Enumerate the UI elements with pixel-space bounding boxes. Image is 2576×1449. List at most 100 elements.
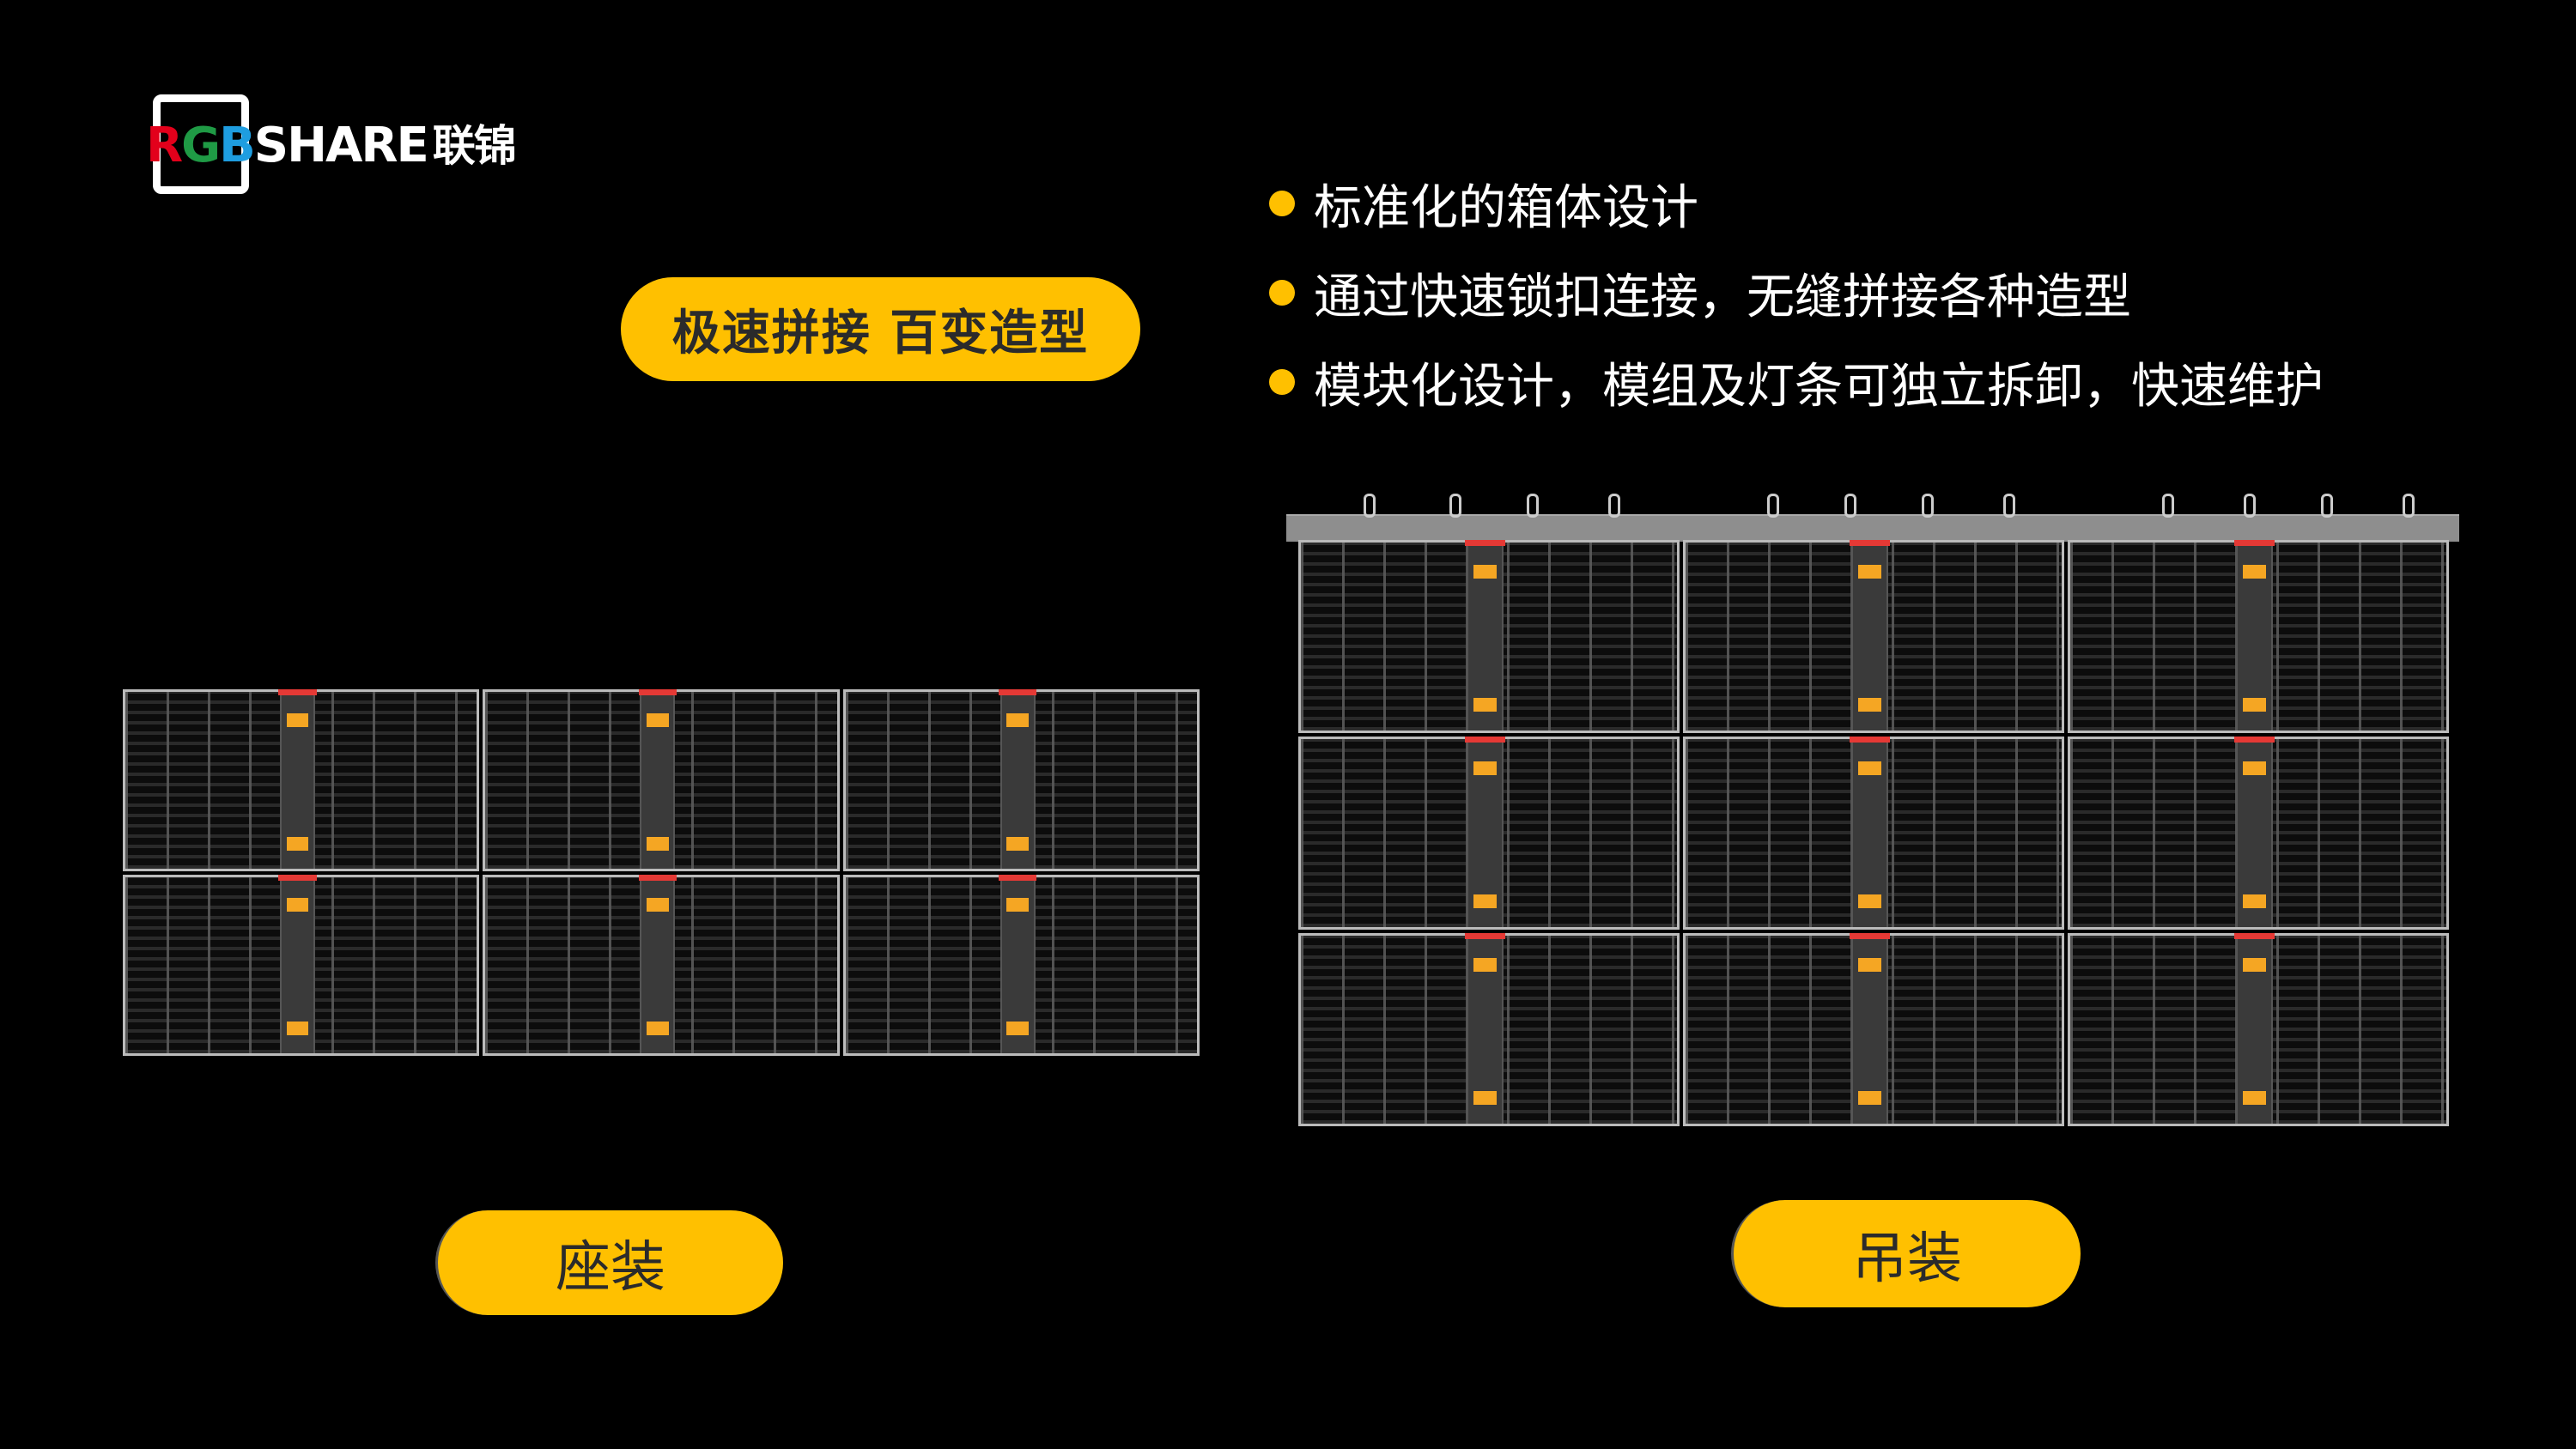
- latch-icon: [286, 1022, 309, 1036]
- hang-mount-label: 吊装: [1731, 1200, 2081, 1307]
- hanging-bar: [1286, 494, 2459, 542]
- red-lock-bar: [999, 874, 1037, 881]
- feature-item: 标准化的箱体设计: [1269, 170, 2324, 237]
- hanging-hook-icon: [1922, 494, 1934, 518]
- latch-icon: [1473, 958, 1498, 973]
- led-cabinet: [2068, 540, 2449, 733]
- cabinet-spine: [278, 874, 317, 1053]
- latch-icon: [646, 836, 669, 851]
- latch-icon: [2242, 1091, 2267, 1106]
- red-lock-bar: [1464, 933, 1506, 939]
- feature-list: 标准化的箱体设计 通过快速锁扣连接，无缝拼接各种造型 模块化设计，模组及灯条可独…: [1269, 170, 2324, 438]
- hanging-hook-icon: [1608, 494, 1620, 518]
- latch-icon: [286, 836, 309, 851]
- latch-icon: [2242, 565, 2267, 579]
- hanging-hook-icon: [2162, 494, 2174, 518]
- latch-icon: [1006, 898, 1030, 912]
- hanging-hook-icon: [2003, 494, 2015, 518]
- hanging-hook-icon: [1364, 494, 1376, 518]
- logo-letter-b: B: [219, 118, 256, 173]
- led-cabinet: [1683, 933, 2064, 1126]
- logo-brand: SHARE: [253, 118, 429, 173]
- red-lock-bar: [1849, 540, 1891, 546]
- led-cabinet: [123, 874, 480, 1056]
- cabinet-spine: [1464, 737, 1506, 927]
- logo-cn: 联锦: [432, 121, 517, 171]
- led-cabinet: [842, 874, 1200, 1056]
- logo-frame: [153, 94, 249, 194]
- red-lock-bar: [278, 689, 317, 695]
- led-cabinet: [483, 689, 840, 871]
- bullet-icon: [1269, 280, 1295, 306]
- led-cabinet: [483, 874, 840, 1056]
- cabinet-spine: [1849, 933, 1891, 1124]
- latch-icon: [1857, 1091, 1882, 1106]
- seat-mount-led-wall: [123, 689, 1200, 1056]
- hanging-mount-led-wall: [1298, 540, 2449, 1126]
- brand-logo: R G B SHARE 联锦: [146, 94, 517, 197]
- latch-icon: [2242, 958, 2267, 973]
- led-cabinet: [1298, 540, 1680, 733]
- led-cabinet: [1683, 540, 2064, 733]
- latch-icon: [1006, 836, 1030, 851]
- latch-icon: [1473, 761, 1498, 776]
- cabinet-spine: [2233, 540, 2275, 731]
- led-cabinet: [2068, 737, 2449, 930]
- latch-icon: [1473, 894, 1498, 909]
- latch-icon: [646, 712, 669, 727]
- cabinet-spine: [2233, 737, 2275, 927]
- cabinet-spine: [638, 689, 677, 869]
- red-lock-bar: [638, 874, 677, 881]
- latch-icon: [1473, 565, 1498, 579]
- latch-icon: [286, 898, 309, 912]
- red-lock-bar: [1849, 933, 1891, 939]
- red-lock-bar: [638, 689, 677, 695]
- hanging-hook-icon: [1449, 494, 1461, 518]
- latch-icon: [646, 1022, 669, 1036]
- latch-icon: [1473, 1091, 1498, 1106]
- feature-item: 通过快速锁扣连接，无缝拼接各种造型: [1269, 259, 2324, 326]
- logo-letter-r: R: [146, 118, 183, 173]
- seat-mount-label: 座装: [435, 1210, 783, 1315]
- latch-icon: [646, 898, 669, 912]
- logo-letter-g: G: [181, 118, 221, 173]
- led-cabinet: [2068, 933, 2449, 1126]
- latch-icon: [1857, 894, 1882, 909]
- bullet-icon: [1269, 191, 1295, 216]
- red-lock-bar: [278, 874, 317, 881]
- latch-icon: [1857, 698, 1882, 712]
- cabinet-spine: [1464, 540, 1506, 731]
- latch-icon: [1473, 698, 1498, 712]
- red-lock-bar: [2233, 737, 2275, 743]
- hanging-hook-icon: [1527, 494, 1539, 518]
- cabinet-spine: [638, 874, 677, 1053]
- cabinet-spine: [1849, 737, 1891, 927]
- cabinet-spine: [278, 689, 317, 869]
- red-lock-bar: [999, 689, 1037, 695]
- latch-icon: [2242, 761, 2267, 776]
- red-lock-bar: [2233, 540, 2275, 546]
- feature-text: 模块化设计，模组及灯条可独立拆卸，快速维护: [1314, 358, 2324, 415]
- bullet-icon: [1269, 369, 1295, 395]
- latch-icon: [1857, 565, 1882, 579]
- led-cabinet: [1298, 737, 1680, 930]
- hanging-hook-icon: [2403, 494, 2415, 518]
- red-lock-bar: [1464, 737, 1506, 743]
- hanging-hook-icon: [1844, 494, 1856, 518]
- latch-icon: [286, 712, 309, 727]
- latch-icon: [1006, 1022, 1030, 1036]
- cabinet-spine: [999, 874, 1037, 1053]
- latch-icon: [2242, 894, 2267, 909]
- latch-icon: [1857, 958, 1882, 973]
- red-lock-bar: [2233, 933, 2275, 939]
- led-cabinet: [123, 689, 480, 871]
- latch-icon: [1857, 761, 1882, 776]
- red-lock-bar: [1849, 737, 1891, 743]
- feature-text: 通过快速锁扣连接，无缝拼接各种造型: [1314, 269, 2131, 325]
- feature-item: 模块化设计，模组及灯条可独立拆卸，快速维护: [1269, 349, 2324, 415]
- hanging-hook-icon: [2321, 494, 2333, 518]
- led-cabinet: [1298, 933, 1680, 1126]
- hanging-hook-icon: [2244, 494, 2256, 518]
- led-cabinet: [1683, 737, 2064, 930]
- cabinet-spine: [2233, 933, 2275, 1124]
